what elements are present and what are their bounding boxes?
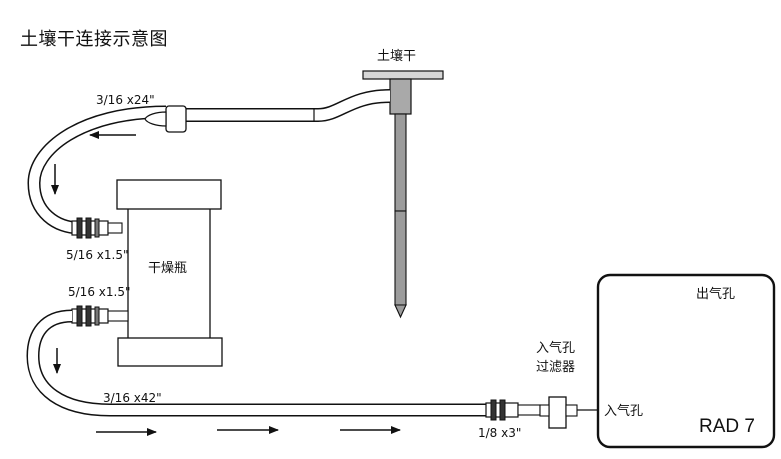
fitting-lower-label: 5/16 x1.5": [68, 285, 131, 299]
tube-upper: [27, 89, 391, 235]
fitting-upper-label: 5/16 x1.5": [66, 248, 129, 262]
rad7-name: RAD 7: [699, 416, 755, 437]
probe-shaft-lower: [394, 210, 407, 306]
fitting-lower: [71, 305, 129, 327]
probe-shaft-upper: [394, 113, 407, 212]
rad7-unit: [596, 273, 776, 449]
rad-inlet-label: 入气孔: [604, 404, 644, 419]
tube-connector: [165, 105, 187, 133]
filter-label-line2: 过滤器: [536, 360, 576, 375]
probe-handle: [362, 70, 444, 80]
filter-label-line1: 入气孔: [536, 341, 576, 356]
probe-tip: [394, 304, 407, 319]
soil-probe: [362, 70, 444, 319]
soil-probe-label: 土壤干: [377, 49, 417, 64]
inlet-filter: [539, 396, 598, 429]
probe-head: [389, 78, 412, 115]
jar-cap-top: [116, 179, 222, 210]
rad-outlet-label: 出气孔: [696, 287, 736, 302]
tube-lower: [26, 309, 488, 417]
jar-cap-bottom: [117, 337, 223, 367]
fitting-upper: [71, 217, 123, 239]
drying-jar: [116, 179, 223, 367]
flow-arrows: [51, 131, 401, 436]
tube-bottom-label: 3/16 x42": [103, 391, 162, 405]
drying-jar-label: 干燥瓶: [148, 261, 188, 276]
tube-top-label: 3/16 x24": [96, 93, 155, 107]
jar-body: [127, 206, 211, 341]
fitting-filter-label: 1/8 x3": [478, 426, 522, 440]
diagram-title: 土壤干连接示意图: [20, 29, 168, 50]
fitting-filter: [485, 399, 541, 421]
tube-nozzle: [144, 111, 167, 127]
